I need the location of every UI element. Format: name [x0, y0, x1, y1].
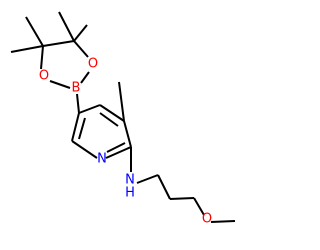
bond-ch2-ch2 — [157, 174, 171, 200]
bond-c-c — [42, 40, 75, 47]
bond-b-o-upper — [80, 71, 90, 84]
bond-o-upper-c — [73, 40, 89, 58]
bond-c-o-lower — [40, 45, 44, 70]
bond-methyl-upper-2 — [58, 11, 75, 42]
ring-nitrogen-label: N — [97, 152, 107, 167]
amine-hydrogen-label: H — [125, 186, 135, 201]
bond-c5-b — [76, 93, 80, 114]
bond-ring-c3-c4 — [99, 104, 125, 122]
bond-ring-c4-c5 — [78, 104, 101, 114]
bond-ring-c2-c3 — [123, 120, 132, 148]
oxygen-upper-label: O — [88, 57, 98, 72]
bond-ring-c5-c6-inner — [78, 117, 86, 140]
ether-oxygen-label: O — [202, 212, 212, 227]
bond-nh-ch2 — [136, 174, 159, 184]
bond-o-methyl — [210, 220, 236, 223]
bond-ring-n1-c2-inner — [106, 142, 126, 153]
amine-nitrogen-label: N — [125, 173, 135, 188]
boron-label: B — [72, 81, 81, 96]
bond-methyl-upper-1 — [73, 24, 88, 42]
bond-ring-c3-c4-inner — [99, 112, 119, 127]
bonds — [10, 11, 236, 223]
bond-ring-c5-c6 — [71, 112, 80, 142]
atom-labels: N N H B O O O — [39, 57, 212, 227]
bond-ring-n1-c2 — [105, 146, 132, 159]
bond-o-lower-b — [49, 80, 71, 89]
oxygen-lower-label: O — [39, 69, 49, 84]
chemical-structure: N N H B O O O — [10, 11, 236, 227]
bond-methyl — [118, 81, 125, 122]
bond-ring-c6-n1 — [71, 140, 98, 159]
bond-ch2-ch2-b — [169, 197, 195, 200]
bond-methyl-lower-1 — [25, 16, 44, 47]
bond-methyl-lower-2 — [10, 45, 44, 53]
bond-ch2-o — [193, 197, 205, 216]
